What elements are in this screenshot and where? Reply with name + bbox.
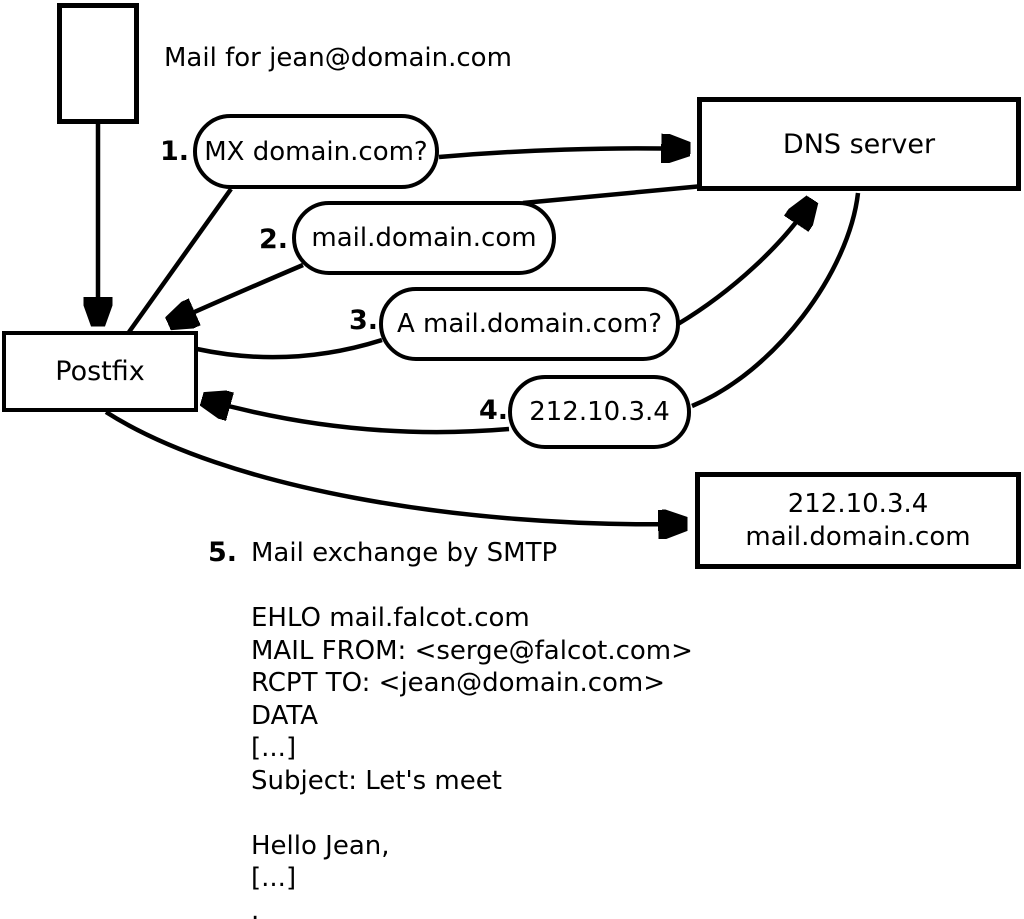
mail-server-ip: 212.10.3.4 <box>787 488 929 519</box>
step-1-label: MX domain.com? <box>204 136 428 167</box>
smtp-line: [...] <box>251 733 297 763</box>
arrow-query1-to-dns <box>438 148 686 157</box>
arrow-reply2-to-postfix <box>172 262 304 322</box>
mail-server-hostname: mail.domain.com <box>745 521 971 552</box>
step-4-label: 212.10.3.4 <box>529 397 670 427</box>
step-2-reply-mx: mail.domain.com <box>292 201 556 275</box>
step-5-number: 5. <box>207 537 237 568</box>
step-4-reply-a: 212.10.3.4 <box>508 375 691 449</box>
arrow-query3-to-dns <box>676 203 810 326</box>
smtp-line: MAIL FROM: <serge@falcot.com> <box>251 635 693 666</box>
smtp-line: . <box>251 895 260 919</box>
mail-title: Mail for jean@domain.com <box>164 43 512 73</box>
step-2-number: 2. <box>258 224 288 255</box>
step-5-label: Mail exchange by SMTP <box>251 538 558 568</box>
postfix-label: Postfix <box>55 356 145 387</box>
smtp-line: DATA <box>251 700 318 731</box>
smtp-line: Hello Jean, <box>251 830 390 861</box>
smtp-session-transcript: EHLO mail.falcot.com MAIL FROM: <serge@f… <box>251 602 693 919</box>
dns-server-label: DNS server <box>782 128 936 160</box>
arrow-reply4-to-postfix <box>206 400 510 435</box>
line-postfix-to-query1 <box>127 187 233 334</box>
step-4-number: 4. <box>478 395 508 426</box>
step-1-number: 1. <box>159 136 189 167</box>
postfix-node: Postfix <box>2 331 198 412</box>
smtp-line <box>251 797 693 830</box>
step-3-label: A mail.domain.com? <box>397 309 662 339</box>
smtp-line: RCPT TO: <jean@domain.com> <box>251 668 666 698</box>
line-dns-to-reply4 <box>691 192 861 409</box>
line-dns-to-reply2 <box>522 183 704 206</box>
step-3-number: 3. <box>348 305 378 336</box>
step-1-query-mx: MX domain.com? <box>193 114 439 189</box>
mail-server-node: 212.10.3.4 mail.domain.com <box>695 472 1021 569</box>
mail-envelope <box>57 3 139 124</box>
arrow-postfix-to-mailserver <box>104 410 683 524</box>
dns-server-node: DNS server <box>697 97 1021 191</box>
smtp-line: [...] <box>251 863 297 893</box>
line-postfix-to-query3 <box>196 337 383 360</box>
step-3-query-a: A mail.domain.com? <box>379 287 680 361</box>
smtp-line: Subject: Let's meet <box>251 765 502 796</box>
smtp-line: EHLO mail.falcot.com <box>251 603 530 633</box>
step-2-label: mail.domain.com <box>311 223 537 253</box>
